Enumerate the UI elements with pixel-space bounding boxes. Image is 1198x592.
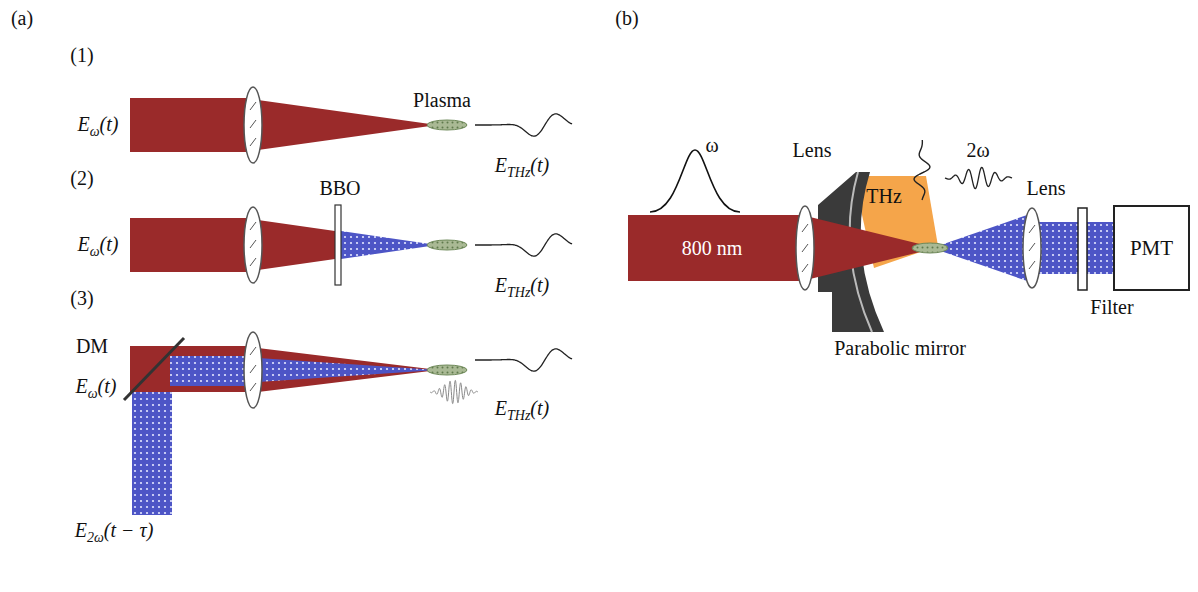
- detector-box: PMT: [1113, 205, 1190, 291]
- field-symbol: Eω(t): [76, 375, 117, 397]
- text-label: (3): [70, 287, 93, 309]
- plasma: [427, 240, 467, 250]
- lens: [244, 87, 262, 163]
- text-label: DM: [76, 335, 108, 357]
- pump-beam: [152, 346, 250, 392]
- second-harmonic-cone: [935, 214, 1030, 282]
- text-label: Lens: [793, 139, 832, 161]
- lens-hatch: [1029, 225, 1035, 269]
- lens-hatch: [250, 222, 256, 266]
- field-symbol: ETHz(t): [495, 274, 549, 296]
- panel-a2: [130, 205, 467, 285]
- pump-beam: [130, 218, 250, 272]
- focus-cone-2w: [258, 358, 430, 382]
- field-symbol: Eω(t): [78, 233, 119, 255]
- second-harmonic-cone: [341, 231, 430, 259]
- focus-cone: [258, 100, 430, 150]
- lens-hatch: [802, 224, 808, 272]
- waveform: [914, 140, 930, 200]
- waveform: [430, 380, 478, 403]
- lens-hatch: [250, 102, 256, 146]
- field-symbol: ETHz(t): [495, 397, 549, 419]
- field-symbol: Eω(t): [78, 113, 119, 135]
- dichroic-mirror: [124, 338, 184, 400]
- text-label: (a): [11, 7, 33, 29]
- field-symbol: ETHz(t): [495, 154, 549, 176]
- lens: [1023, 208, 1041, 288]
- plasma: [427, 120, 467, 130]
- plasma: [427, 365, 467, 375]
- panel-a3: [124, 332, 467, 515]
- box-label: PMT: [1130, 236, 1173, 261]
- plasma: [912, 243, 948, 253]
- panel-b: [628, 150, 1113, 332]
- text-label: BBO: [319, 177, 360, 199]
- waveforms: [430, 114, 1012, 404]
- text-label: ω: [705, 134, 718, 156]
- text-label: (1): [70, 44, 93, 66]
- second-harmonic-beam: [132, 372, 172, 515]
- focus-cone: [258, 220, 335, 270]
- lens-hatch: [250, 347, 256, 391]
- waveform: [475, 349, 572, 371]
- text-label: Lens: [1027, 177, 1066, 199]
- second-harmonic-beam: [1030, 222, 1113, 274]
- text-label: 2ω: [966, 139, 989, 161]
- field-symbol: E2ω(t − τ): [75, 519, 154, 541]
- focus-cone: [258, 348, 430, 392]
- lens: [796, 206, 814, 290]
- text-label: Filter: [1090, 296, 1133, 318]
- text-label: THz: [866, 185, 902, 207]
- text-label: (2): [70, 167, 93, 189]
- text-label: Plasma: [413, 89, 471, 111]
- pump-pulse: [650, 150, 740, 212]
- lens: [244, 332, 262, 408]
- pump-beam: [628, 215, 808, 281]
- waveform: [945, 167, 1012, 188]
- text-label: 800 nm: [682, 237, 743, 259]
- text-label: Parabolic mirror: [834, 337, 966, 359]
- filter: [1078, 208, 1087, 290]
- waveform: [475, 234, 572, 256]
- combined-beam: [170, 356, 250, 386]
- pump-beam: [130, 98, 250, 152]
- text-label: (b): [615, 7, 638, 29]
- lens: [244, 207, 262, 283]
- bbo-crystal: [335, 205, 341, 285]
- waveform: [475, 114, 572, 136]
